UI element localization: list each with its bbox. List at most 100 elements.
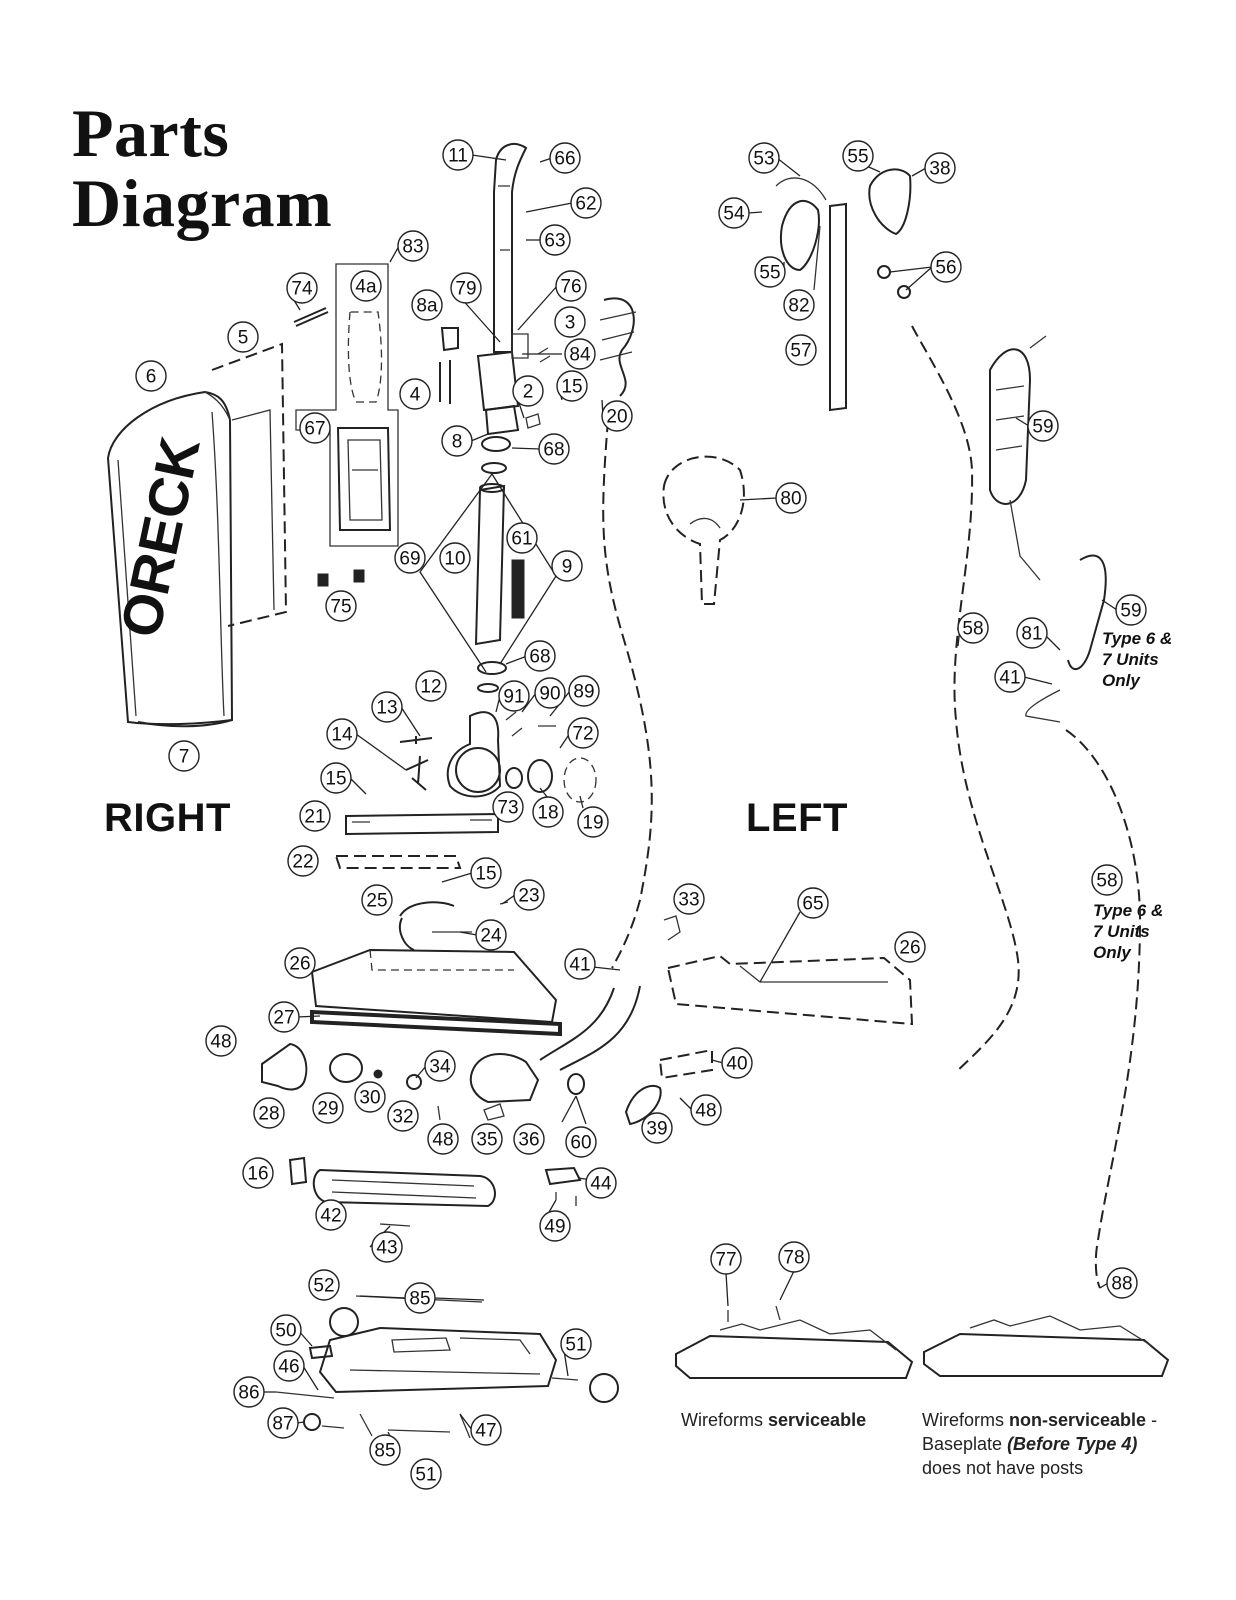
callout-number: 69 [399,549,420,570]
caption-serviceable-prefix: Wireforms [681,1410,768,1430]
callout-number: 57 [790,341,811,362]
part-callout-41: 41 [994,661,1026,693]
callout-circle [299,412,331,444]
callout-leader-line [905,266,933,291]
part-callout-63: 63 [539,224,571,256]
callout-number: 73 [497,798,518,819]
type-note-wire-line3: Only [1093,943,1131,962]
callout-circle [325,590,357,622]
callout-circle [785,334,817,366]
callout-circle [267,1407,299,1439]
callout-number: 27 [273,1008,294,1029]
callout-number: 83 [402,237,423,258]
part-callout-66: 66 [549,142,581,174]
neck-joint [446,711,502,798]
callout-number: 91 [503,687,524,708]
part-callout-15: 15 [556,370,588,402]
callout-number: 21 [304,807,325,828]
callout-leader-line [521,692,537,713]
part-callout-24: 24 [475,919,507,951]
callout-circle [470,857,502,889]
part-callout-82: 82 [783,289,815,321]
part-callout-16: 16 [242,1157,274,1189]
callout-number: 53 [753,149,774,170]
part-callout-73: 73 [492,791,524,823]
title-line-2: Diagram [72,165,333,241]
callout-number: 78 [783,1248,804,1269]
callout-circle [394,542,426,574]
callout-circle [513,879,545,911]
callout-number: 29 [317,1099,338,1120]
caption-ns-line3: does not have posts [922,1458,1084,1478]
callout-circle [512,375,544,407]
callout-number: 80 [780,489,801,510]
part-callout-69: 69 [394,542,426,574]
part-callout-55: 55 [754,256,786,288]
part-callout-77: 77 [710,1243,742,1275]
callout-circle [424,1050,456,1082]
part-callout-29: 29 [312,1092,344,1124]
callout-circle [690,1094,722,1126]
callout-leader-line [1023,676,1053,685]
callout-circle [227,321,259,353]
part-callout-76: 76 [555,270,587,302]
part-callout-41: 41 [564,948,596,980]
callout-number: 26 [289,954,310,975]
callout-leader-line [296,1015,321,1018]
part-callout-7: 7 [168,740,200,772]
callout-number: 66 [554,149,575,170]
callout-circle [498,680,530,712]
part-callout-21: 21 [299,800,331,832]
left-hood [666,954,914,1026]
callout-circle [930,251,962,283]
callout-number: 61 [511,529,532,550]
part-callout-6: 6 [135,360,167,392]
caption-non-serviceable: Wireforms non-serviceable - Baseplate (B… [922,1408,1157,1480]
callout-number: 74 [291,279,313,300]
callout-number: 4 [410,385,421,406]
part-callout-65: 65 [797,887,829,919]
part-callout-49: 49 [539,1210,571,1242]
part-callout-59: 59 [1027,410,1059,442]
handle-tube [493,143,528,353]
callout-circle [957,612,989,644]
callout-number: 5 [238,328,249,349]
part-callout-38: 38 [924,152,956,184]
callout-circle [415,670,447,702]
callout-circle [1027,410,1059,442]
callout-number: 41 [999,668,1020,689]
callout-circle [399,378,431,410]
callout-circle [538,433,570,465]
callout-circle [570,187,602,219]
part-callout-50: 50 [270,1314,302,1346]
part-callout-48: 48 [205,1025,237,1057]
callout-circle [513,1123,545,1155]
callout-circle [410,1458,442,1490]
part-callout-44: 44 [585,1167,617,1199]
cord-drawing [603,297,635,397]
part-callout-48: 48 [427,1123,459,1155]
callout-number: 72 [572,724,593,745]
callout-leader-line [739,497,778,501]
part-callout-59: 59 [1115,594,1147,626]
callout-number: 60 [570,1133,591,1154]
callout-leader-line [747,211,763,214]
part-callout-42: 42 [315,1199,347,1231]
baseplate-serviceable [675,1334,914,1379]
part-callout-26: 26 [894,931,926,963]
callout-circle [369,1434,401,1466]
callout-leader-line [779,1270,795,1301]
callout-number: 15 [475,864,496,885]
callout-circle [320,762,352,794]
part-callout-46: 46 [273,1350,305,1382]
callout-circle [754,256,786,288]
callout-number: 85 [409,1289,430,1310]
callout-number: 67 [304,419,325,440]
part-callout-4a: 4a [350,270,382,302]
callout-circle [354,1081,386,1113]
callout-circle [315,1199,347,1231]
callout-number: 26 [899,938,920,959]
upper-tube [829,202,847,412]
callout-circle [710,1243,742,1275]
callout-number: 7 [179,747,190,768]
